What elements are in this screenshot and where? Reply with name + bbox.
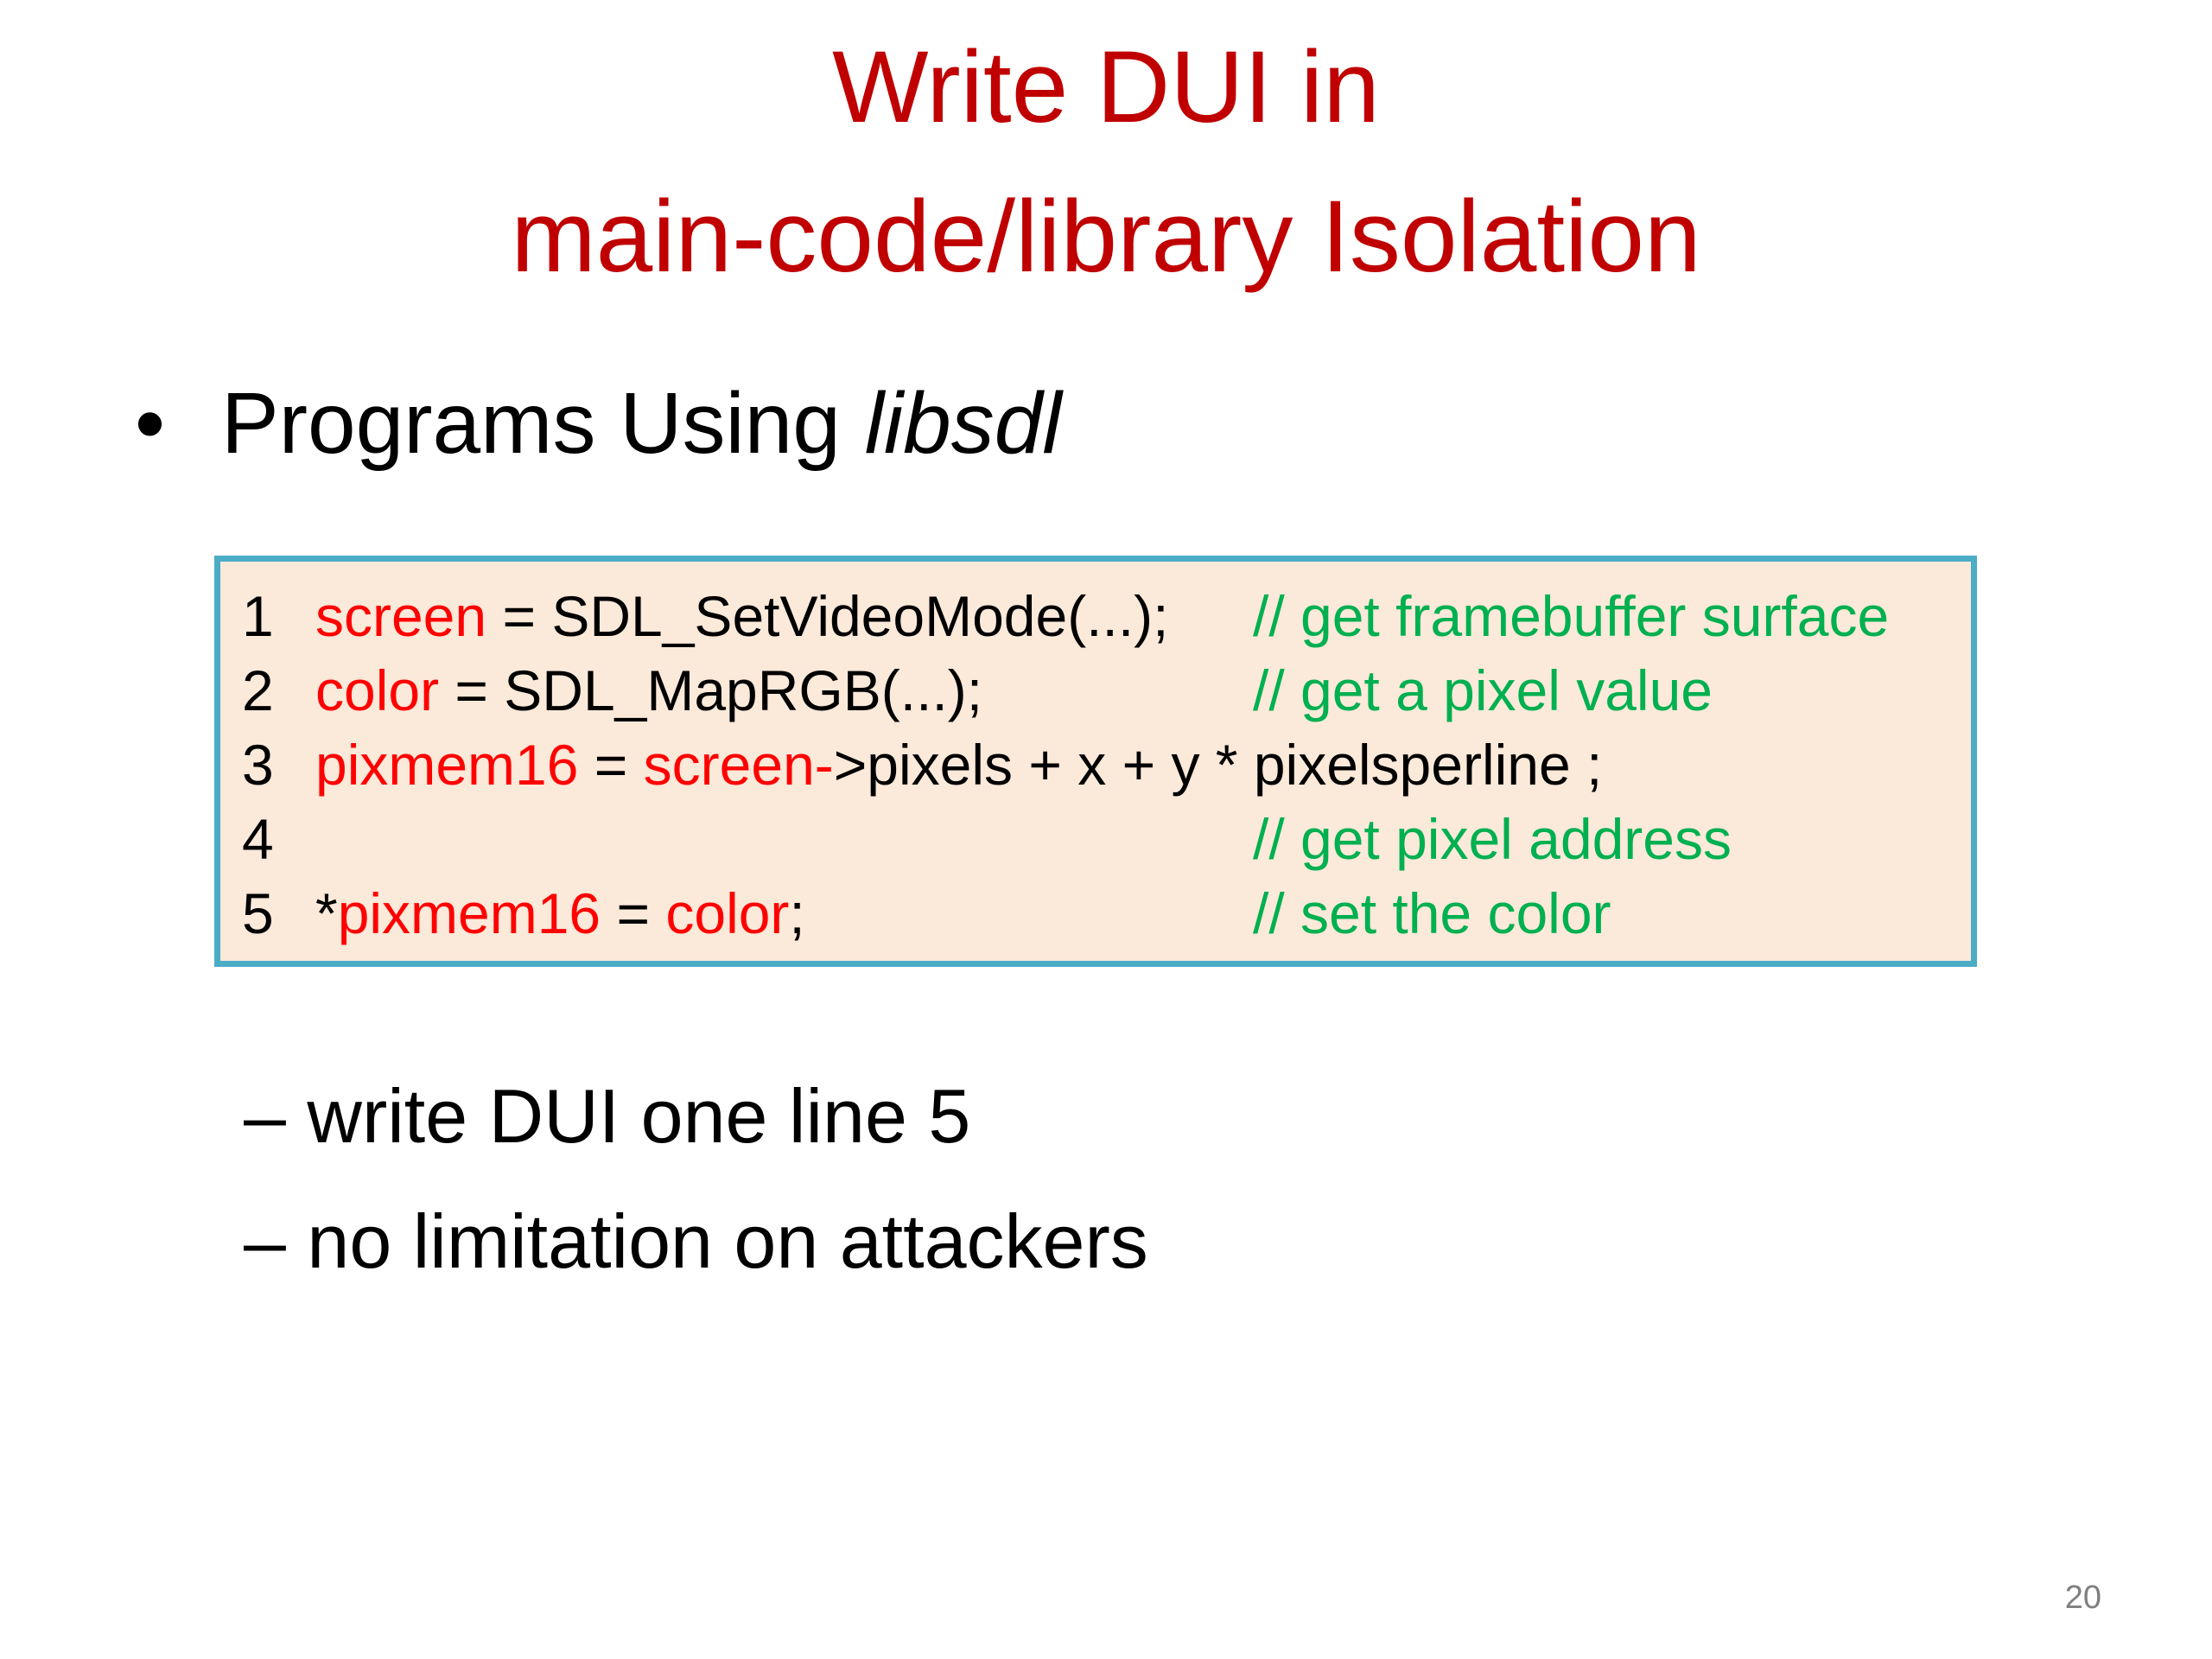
code-line-number: 3	[242, 733, 274, 797]
slide-title-line-1: Write DUI in	[832, 30, 1380, 144]
code-comment: // get framebuffer surface	[1253, 584, 1890, 648]
code-text: color = SDL_MapRGB(...);	[315, 653, 982, 728]
bullet-text-prefix: Programs Using	[221, 375, 865, 472]
bullet-marker: •	[135, 375, 166, 472]
code-token: pixmem16	[337, 881, 601, 945]
code-token: = SDL_MapRGB(...);	[439, 658, 983, 722]
code-text: screen = SDL_SetVideoMode(...);	[315, 579, 1169, 653]
code-token: screen	[315, 584, 487, 648]
code-line-number: 1	[242, 584, 274, 648]
code-token: color	[315, 658, 440, 722]
code-token: screen-	[643, 733, 834, 797]
slide-title-line-2: main-code/library Isolation	[511, 180, 1701, 294]
sub-bullet-item: – write DUI one line 5	[244, 1073, 971, 1159]
code-token: =	[578, 733, 644, 797]
code-token: =	[601, 881, 666, 945]
code-token: *	[315, 881, 338, 945]
code-token: >pixels + x + y * pixelsperline ;	[833, 733, 1603, 797]
code-text: pixmem16 = screen->pixels + x + y * pixe…	[315, 728, 1602, 802]
sub-bullet-item: – no limitation on attackers	[244, 1198, 1148, 1284]
code-text: *pixmem16 = color;	[315, 876, 805, 950]
bullet-text: Programs Using libsdl	[221, 375, 1062, 472]
bullet-text-italic: libsdl	[864, 375, 1062, 472]
code-comment: // get a pixel value	[1253, 658, 1713, 722]
code-token: color	[665, 881, 790, 945]
code-token: = SDL_SetVideoMode(...);	[486, 584, 1169, 648]
code-token: pixmem16	[315, 733, 579, 797]
bullet-item: •Programs Using libsdl	[135, 380, 1062, 467]
code-line-number: 2	[242, 658, 274, 722]
code-line-number: 5	[242, 881, 274, 945]
code-listing-box: 1 screen = SDL_SetVideoMode(...); // get…	[214, 556, 1977, 967]
page-number: 20	[2064, 1580, 2101, 1616]
code-comment: // get pixel address	[1253, 807, 1732, 871]
code-line-number: 4	[242, 807, 274, 871]
code-comment: // set the color	[1253, 881, 1611, 945]
code-token: ;	[789, 881, 805, 945]
